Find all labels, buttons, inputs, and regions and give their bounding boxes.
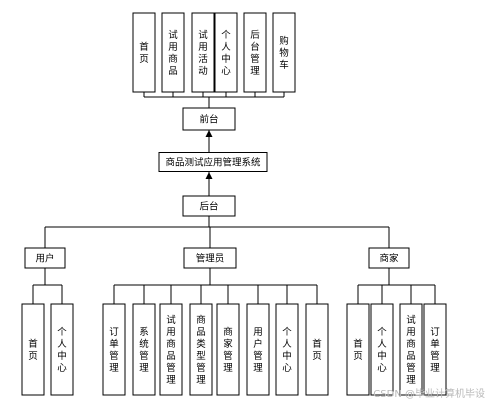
role-3-child-1: 首页 — [346, 303, 370, 396]
frontend-item-3: 试用活动 — [191, 12, 215, 93]
role-3-child-3-frame — [399, 303, 423, 396]
back-node: 后台 — [182, 195, 236, 217]
role-2-child-5-frame — [216, 303, 240, 396]
role-3-child-1-label: 首页 — [353, 338, 363, 362]
frontend-item-4-label: 个人中心 — [221, 30, 231, 77]
role-node-2: 管理员 — [183, 247, 237, 269]
role-2-child-4-frame — [189, 303, 213, 396]
role-2-child-8-label: 首页 — [312, 338, 322, 362]
frontend-item-1-frame — [132, 12, 156, 93]
front-node: 前台 — [182, 107, 236, 131]
role-2-child-2-frame — [132, 303, 156, 396]
role-2-child-4-label: 商品类型管理 — [196, 314, 206, 386]
frontend-item-6-label: 购物车 — [279, 35, 289, 71]
role-2-child-6-frame — [246, 303, 270, 396]
role-3-child-4: 订单管理 — [423, 303, 447, 396]
role-2-child-1-label: 订单管理 — [109, 327, 119, 374]
role-3-child-4-frame — [423, 303, 447, 396]
arrow-to-front — [205, 130, 213, 137]
role-2-child-1-frame — [102, 303, 126, 396]
role-2-child-2: 系统管理 — [132, 303, 156, 396]
frontend-item-3-label: 试用活动 — [198, 29, 208, 77]
role-3-child-2-label: 个人中心 — [377, 327, 387, 374]
role-2-child-3: 试用商品管理 — [159, 303, 183, 396]
role-2-child-6-label: 用户管理 — [253, 327, 263, 374]
role-node-1-frame — [24, 247, 66, 269]
role-1-child-1: 首页 — [21, 303, 45, 396]
role-3-child-2-frame — [370, 303, 394, 396]
role-node-3: 商家 — [368, 247, 410, 269]
role-node-2-label: 管理员 — [196, 253, 225, 265]
role-2-child-7-label: 个人中心 — [282, 327, 292, 374]
role-2-child-7-frame — [275, 303, 299, 396]
role-2-child-6: 用户管理 — [246, 303, 270, 396]
front-node-frame — [182, 107, 236, 131]
role-1-child-1-label: 首页 — [28, 338, 38, 362]
frontend-item-3-frame — [191, 12, 215, 93]
system-title-node: 商品测试应用管理系统 — [158, 152, 268, 172]
role-2-child-3-label: 试用商品管理 — [166, 314, 176, 386]
role-2-child-2-label: 系统管理 — [139, 327, 149, 374]
role-2-child-8-frame — [305, 303, 329, 396]
frontend-item-4: 个人中心 — [214, 12, 238, 93]
role-2-child-1: 订单管理 — [102, 303, 126, 396]
role-3-child-2: 个人中心 — [370, 303, 394, 396]
connector-lines — [32, 92, 436, 304]
role-node-1: 用户 — [24, 247, 66, 269]
back-node-frame — [182, 195, 236, 217]
diagram-nodes: 首页试用商品试用活动个人中心后台管理购物车前台商品测试应用管理系统后台用户首页个… — [21, 12, 447, 396]
role-1-child-2-label: 个人中心 — [57, 327, 67, 374]
frontend-item-5-frame — [243, 12, 267, 93]
back-node-label: 后台 — [199, 201, 218, 213]
role-3-child-1-frame — [346, 303, 370, 396]
role-1-child-2: 个人中心 — [50, 303, 74, 396]
arrow-to-system — [205, 172, 213, 179]
frontend-item-2-frame — [161, 12, 185, 93]
role-2-child-5: 商家管理 — [216, 303, 240, 396]
role-2-child-8: 首页 — [305, 303, 329, 396]
role-3-child-3: 试用商品管理 — [399, 303, 423, 396]
frontend-item-6-frame — [272, 12, 296, 93]
role-node-2-frame — [183, 247, 237, 269]
frontend-item-1-label: 首页 — [139, 41, 149, 65]
role-node-1-label: 用户 — [35, 253, 54, 265]
front-node-label: 前台 — [199, 114, 218, 126]
role-1-child-2-frame — [50, 303, 74, 396]
watermark: CSDN @毕业计算机毕设 — [373, 389, 485, 400]
frontend-item-6: 购物车 — [272, 12, 296, 93]
role-node-3-label: 商家 — [379, 253, 399, 265]
frontend-item-2: 试用商品 — [161, 12, 185, 93]
role-2-child-3-frame — [159, 303, 183, 396]
frontend-item-5-label: 后台管理 — [250, 30, 260, 77]
frontend-item-1: 首页 — [132, 12, 156, 93]
system-title-node-frame — [158, 152, 268, 172]
frontend-item-5: 后台管理 — [243, 12, 267, 93]
frontend-item-2-label: 试用商品 — [168, 29, 178, 77]
role-1-child-1-frame — [21, 303, 45, 396]
role-2-child-5-label: 商家管理 — [223, 326, 233, 374]
role-3-child-3-label: 试用商品管理 — [406, 314, 416, 386]
role-node-3-frame — [368, 247, 410, 269]
role-2-child-7: 个人中心 — [275, 303, 299, 396]
frontend-item-4-frame — [214, 12, 238, 93]
role-2-child-4: 商品类型管理 — [189, 303, 213, 396]
role-3-child-4-label: 订单管理 — [430, 327, 440, 374]
system-title-node-label: 商品测试应用管理系统 — [165, 157, 261, 169]
